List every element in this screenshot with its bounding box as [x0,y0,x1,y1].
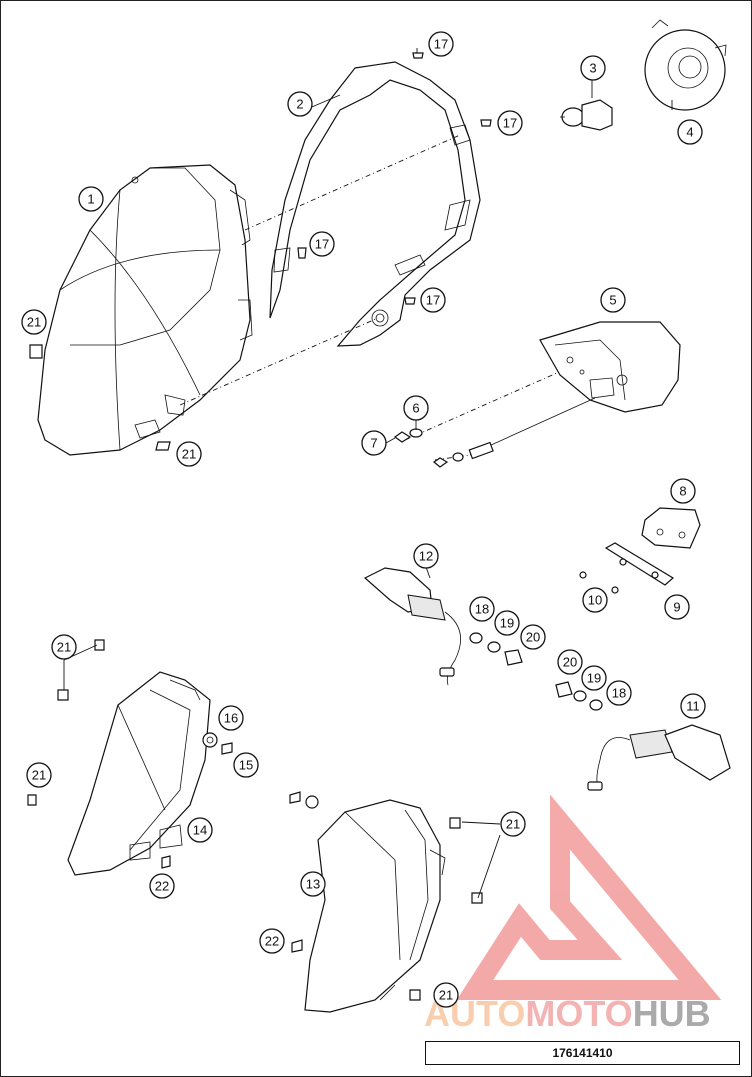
part-headlight-lens [37,164,253,456]
callout-18b: 18 [606,680,632,706]
svg-text:2: 2 [296,97,303,112]
callout-19a: 19 [494,610,520,636]
svg-text:18: 18 [475,602,489,617]
svg-text:17: 17 [503,116,517,131]
svg-text:17: 17 [434,37,448,52]
svg-text:21: 21 [57,640,71,655]
svg-text:22: 22 [265,934,279,949]
callout-21d: 21 [26,762,52,788]
svg-text:8: 8 [679,484,686,499]
watermark-text: AUTOMOTOHUB [424,993,711,1034]
callout-17d: 17 [420,287,446,313]
callout-20a: 20 [520,624,546,650]
callout-17c: 17 [309,231,335,257]
callout-15: 15 [233,752,259,778]
assembly-lines [179,134,576,461]
svg-text:17: 17 [426,293,440,308]
svg-text:21: 21 [506,817,520,832]
svg-text:14: 14 [193,823,207,838]
callout-18a: 18 [469,596,495,622]
svg-text:5: 5 [609,293,616,308]
callout-19b: 19 [581,665,607,691]
callout-21b: 21 [176,441,202,467]
svg-text:7: 7 [370,436,377,451]
document-number: 176141410 [425,1041,740,1065]
clips-21 [27,344,483,1001]
callout-16: 16 [218,705,244,731]
svg-text:19: 19 [587,671,601,686]
callout-22a: 22 [149,873,175,899]
part-bolt-14-15-16 [161,732,319,953]
watermark-triangle [456,794,722,1000]
svg-text:21: 21 [27,315,41,330]
callout-3: 3 [580,55,606,81]
svg-text:21: 21 [32,768,46,783]
callout-9: 9 [664,594,690,620]
svg-text:22: 22 [155,879,169,894]
callout-22b: 22 [259,928,285,954]
part-rear-housing [468,321,681,460]
callout-11: 11 [680,693,706,719]
callout-10: 10 [582,587,608,613]
callout-1: 1 [78,186,104,212]
svg-text:13: 13 [306,877,320,892]
callout-5: 5 [600,287,626,313]
svg-text:16: 16 [224,711,238,726]
svg-text:4: 4 [686,125,693,140]
svg-text:12: 12 [419,549,433,564]
part-bulb [560,99,613,131]
callout-6: 6 [403,395,429,421]
part-turn-signal-front [363,567,462,686]
screws-17 [297,52,492,305]
part-license-plate-light [579,507,701,594]
svg-text:21: 21 [439,988,453,1003]
svg-text:21: 21 [182,447,196,462]
svg-text:20: 20 [526,630,540,645]
callout-21e: 21 [500,811,526,837]
callout-17b: 17 [497,110,523,136]
svg-text:9: 9 [673,600,680,615]
part-bulb-cover [644,19,727,111]
svg-text:20: 20 [563,655,577,670]
part-side-light-right [304,799,446,1013]
part-turn-signal-right [587,724,731,791]
callout-2: 2 [287,91,313,117]
callout-21c: 21 [51,634,77,660]
callout-14: 14 [187,817,213,843]
callout-13: 13 [300,871,326,897]
callout-7: 7 [361,430,387,456]
part-washers-nuts [469,632,603,711]
part-side-light-left [67,671,211,876]
svg-text:11: 11 [686,699,700,714]
svg-text:6: 6 [412,401,419,416]
callout-21f: 21 [433,982,459,1008]
svg-text:18: 18 [612,686,626,701]
callout-8: 8 [670,478,696,504]
watermark-logo: AUTOMOTOHUB [424,794,722,1034]
svg-text:10: 10 [588,593,602,608]
part-washer-screw [393,428,464,468]
part-headlight-frame [269,61,481,347]
callout-21a: 21 [21,309,47,335]
callout-20b: 20 [557,649,583,675]
callout-17a: 17 [428,31,454,57]
svg-text:1: 1 [87,192,94,207]
svg-text:17: 17 [315,237,329,252]
callout-12: 12 [413,543,439,569]
svg-text:3: 3 [589,61,596,76]
svg-text:19: 19 [500,616,514,631]
callout-4: 4 [677,119,703,145]
svg-text:15: 15 [239,758,253,773]
